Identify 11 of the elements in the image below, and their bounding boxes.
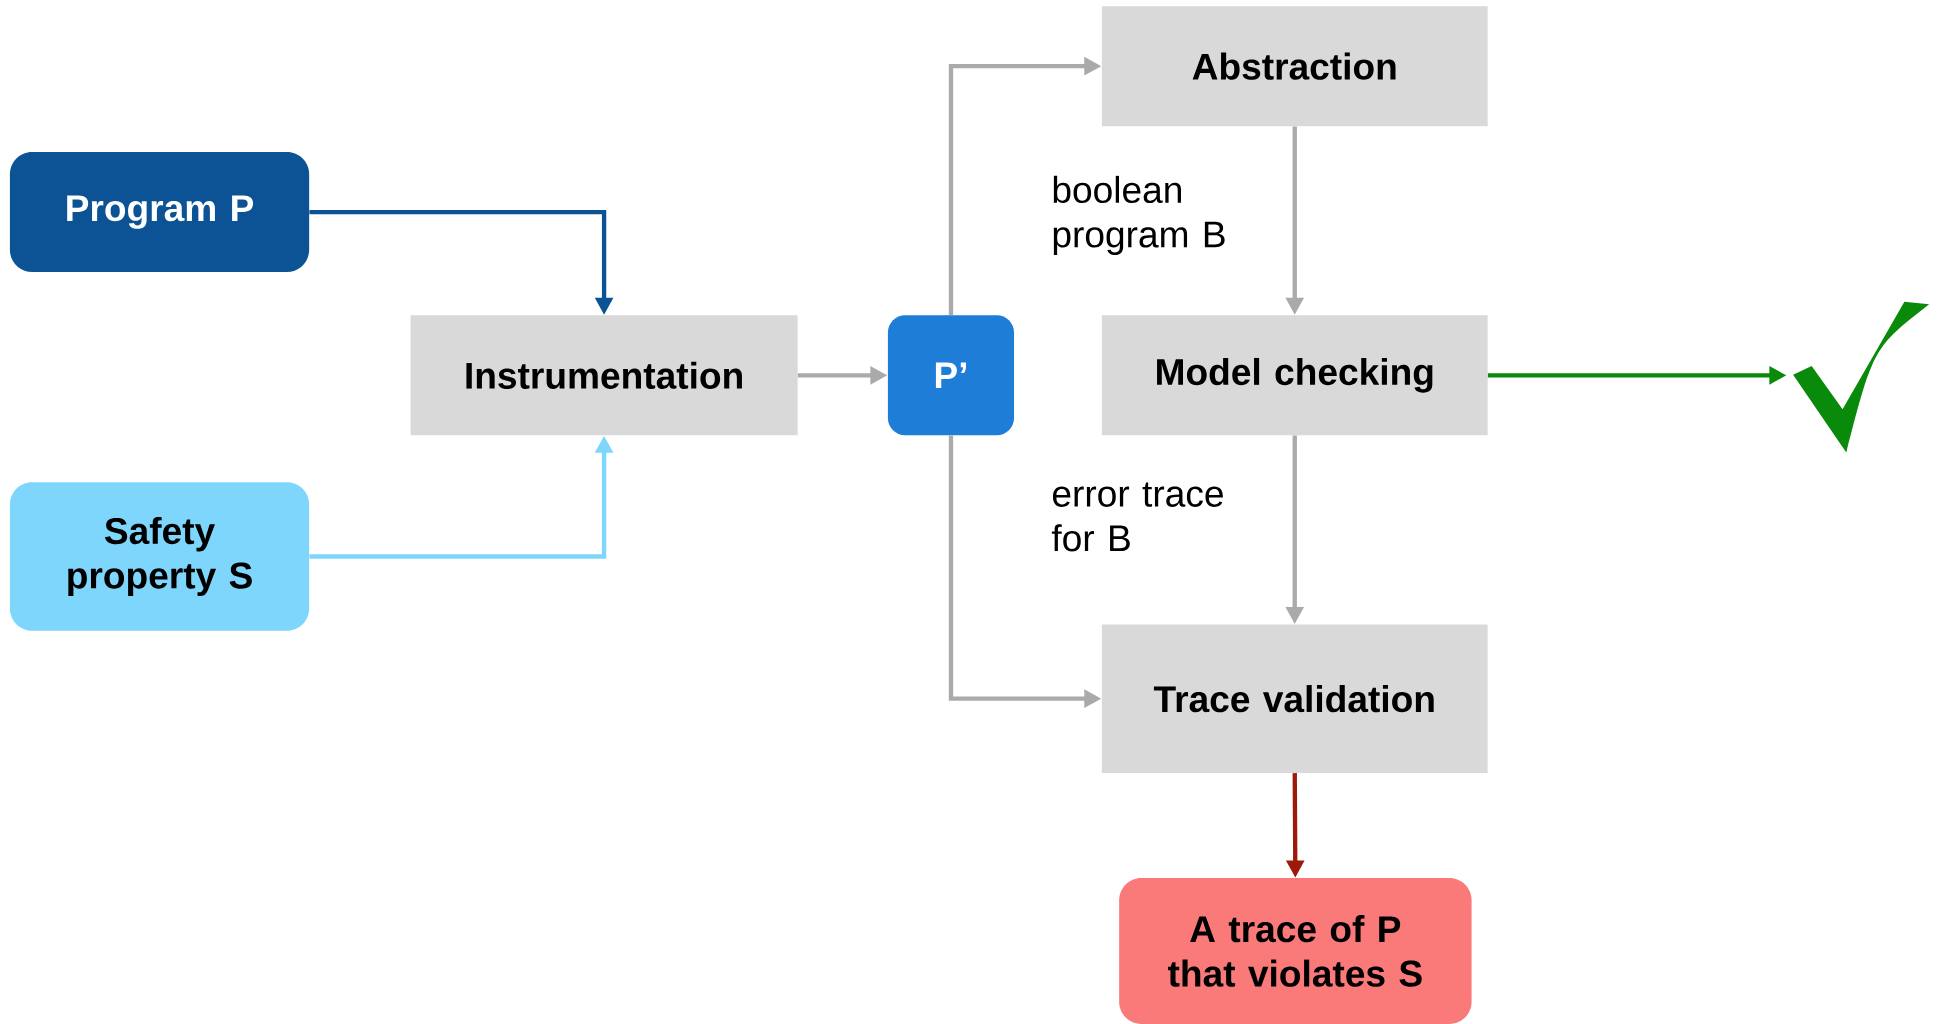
process-box: Model checking: [1101, 315, 1488, 436]
edge-label: boolean program B: [1053, 175, 1225, 255]
program-box: P’: [887, 315, 1015, 436]
process-box: Instrumentation: [410, 315, 798, 436]
process-box: Trace validation: [1101, 624, 1488, 773]
input-box: Program P: [9, 152, 310, 273]
edge-label: error trace for B: [1051, 482, 1223, 552]
process-box: Abstraction: [1101, 6, 1488, 127]
input-box: Safety property S: [9, 482, 310, 631]
check-mark: [1793, 301, 1930, 453]
result-box: A trace of P that violates S: [1119, 878, 1472, 1024]
